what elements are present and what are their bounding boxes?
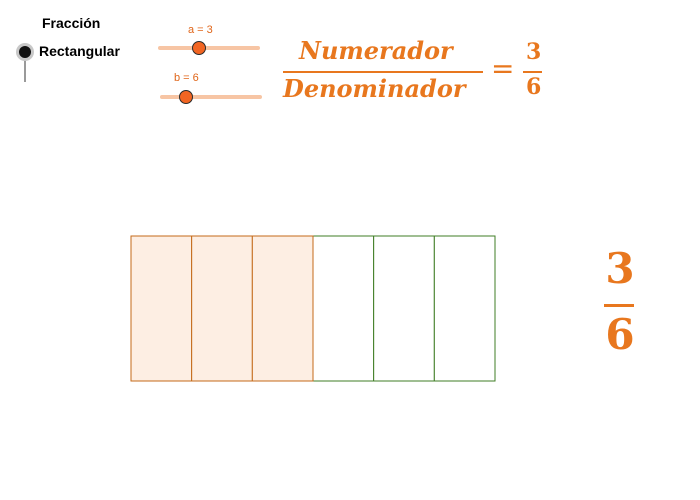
result-fraction-bar	[604, 304, 634, 307]
shaded-part	[251, 235, 314, 382]
slider-a-handle[interactable]	[192, 41, 206, 55]
result-fraction: 3 6	[596, 244, 644, 362]
formula-number-bar	[523, 71, 542, 73]
slider-b-track[interactable]	[160, 95, 262, 99]
slider-a-label: a = 3	[188, 24, 213, 36]
formula-denominator: 6	[526, 74, 542, 100]
numerator-word: Numerador	[299, 36, 453, 65]
mode-title: Fracción	[42, 15, 101, 31]
empty-part	[373, 235, 435, 382]
shaded-part	[130, 235, 193, 382]
slider-b-handle[interactable]	[179, 90, 193, 104]
result-denominator: 6	[605, 310, 635, 359]
formula-numerator: 3	[526, 39, 542, 65]
rectangular-radio-button[interactable]	[16, 43, 34, 61]
empty-part	[433, 235, 496, 382]
denominator-word: Denominador	[283, 74, 466, 103]
radio-stem	[24, 52, 26, 82]
slider-a-track[interactable]	[158, 46, 260, 50]
equals-sign: =	[491, 52, 515, 85]
empty-part	[312, 235, 375, 382]
formula-word-bar	[283, 71, 483, 73]
shaded-part	[191, 235, 253, 382]
rectangular-radio-label[interactable]: Rectangular	[39, 43, 120, 59]
result-numerator: 3	[605, 244, 635, 293]
fraction-formula: Numerador Denominador = 3 6	[283, 36, 545, 106]
slider-b-label: b = 6	[174, 72, 199, 84]
